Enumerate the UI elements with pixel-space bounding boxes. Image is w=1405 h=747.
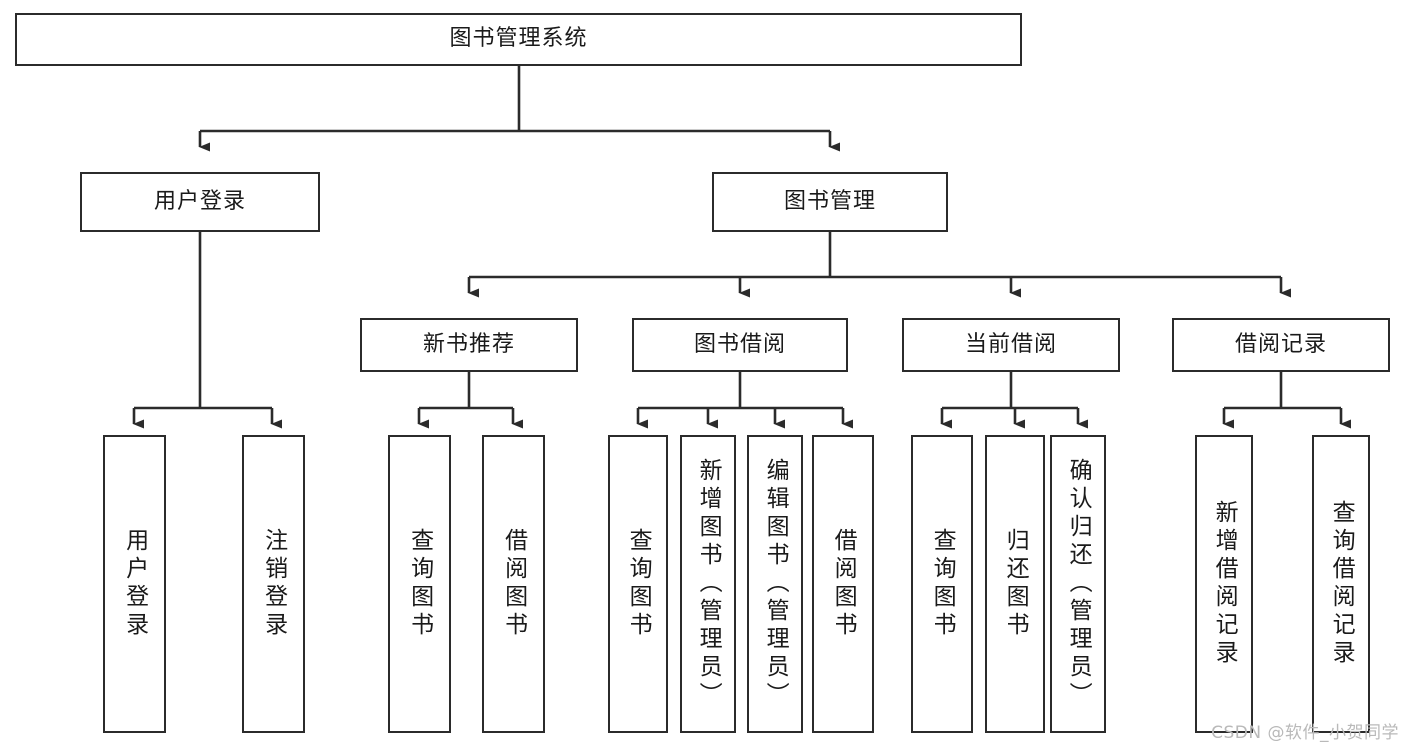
node-label: 查询借阅记录	[1328, 500, 1355, 668]
node-l3b[interactable]: 图书借阅	[632, 318, 848, 372]
node-leaf-1[interactable]: 用户登录	[103, 435, 166, 733]
node-l3d[interactable]: 借阅记录	[1172, 318, 1390, 372]
node-leaf-4[interactable]: 借阅图书	[482, 435, 545, 733]
node-label: 图书管理系统	[449, 26, 588, 52]
node-l3c[interactable]: 当前借阅	[902, 318, 1120, 372]
node-l3a[interactable]: 新书推荐	[360, 318, 578, 372]
node-label: 查询图书	[929, 528, 956, 640]
node-leaf-12[interactable]: 新增借阅记录	[1195, 435, 1253, 733]
node-leaf-5[interactable]: 查询图书	[608, 435, 668, 733]
node-label: 借阅图书	[830, 528, 857, 640]
node-label: 借阅记录	[1234, 331, 1327, 357]
node-label: 当前借阅	[964, 331, 1057, 357]
node-leaf-11[interactable]: 确认归还（管理员）	[1050, 435, 1106, 733]
node-leaf-6[interactable]: 新增图书（管理员）	[680, 435, 736, 733]
node-leaf-10[interactable]: 归还图书	[985, 435, 1045, 733]
node-label: 归还图书	[1002, 528, 1029, 640]
node-leaf-2[interactable]: 注销登录	[242, 435, 305, 733]
node-label: 查询图书	[406, 528, 433, 640]
node-label: 用户登录	[121, 528, 148, 640]
node-label: 新增图书（管理员）	[695, 458, 722, 710]
node-label: 图书借阅	[693, 331, 786, 357]
node-label: 借阅图书	[500, 528, 527, 640]
node-leaf-13[interactable]: 查询借阅记录	[1312, 435, 1370, 733]
node-leaf-9[interactable]: 查询图书	[911, 435, 973, 733]
watermark-text: CSDN @软件_小贺同学	[1211, 723, 1399, 743]
node-l2a[interactable]: 用户登录	[80, 172, 320, 232]
node-label: 确认归还（管理员）	[1065, 458, 1092, 710]
node-label: 查询图书	[625, 528, 652, 640]
node-label: 新书推荐	[422, 331, 515, 357]
node-label: 注销登录	[260, 528, 287, 640]
node-leaf-8[interactable]: 借阅图书	[812, 435, 874, 733]
node-leaf-3[interactable]: 查询图书	[388, 435, 451, 733]
node-root[interactable]: 图书管理系统	[15, 13, 1022, 66]
node-l2b[interactable]: 图书管理	[712, 172, 948, 232]
node-label: 编辑图书（管理员）	[762, 458, 789, 710]
node-label: 用户登录	[153, 188, 246, 214]
node-label: 图书管理	[783, 188, 876, 214]
node-label: 新增借阅记录	[1211, 500, 1238, 668]
node-leaf-7[interactable]: 编辑图书（管理员）	[747, 435, 803, 733]
